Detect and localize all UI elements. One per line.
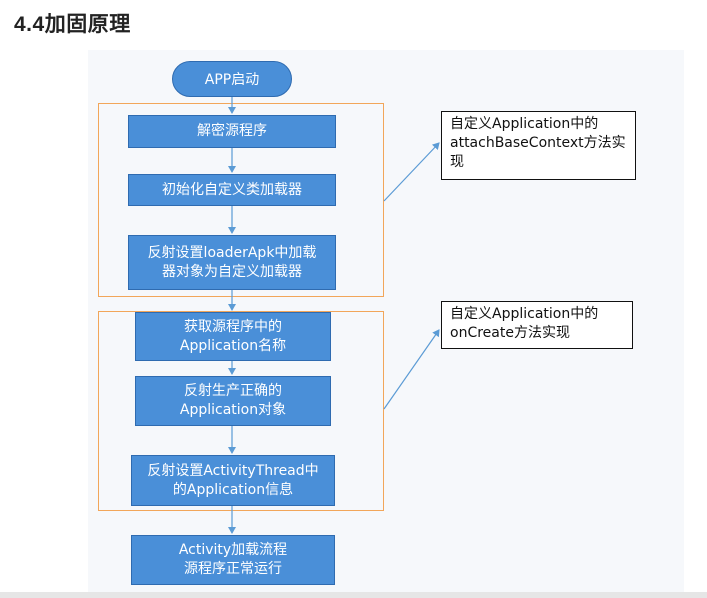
group-on-create [98, 311, 384, 511]
step-get-application-name: 获取源程序中的 Application名称 [135, 312, 331, 361]
step-reflect-loaderapk: 反射设置loaderApk中加载 器对象为自定义加载器 [128, 235, 336, 290]
arrow-group2-to-note2 [383, 329, 440, 410]
section-heading: 4.4加固原理 [14, 13, 131, 36]
step-decrypt-source: 解密源程序 [128, 115, 336, 148]
app-start-node: APP启动 [172, 61, 292, 97]
step-set-activitythread-app: 反射设置ActivityThread中 的Application信息 [131, 455, 335, 506]
note-on-create: 自定义Application中的 onCreate方法实现 [441, 301, 633, 349]
group-attach-base-context [98, 103, 384, 297]
step-activity-load-run: Activity加载流程 源程序正常运行 [131, 535, 335, 585]
arrow-group1-to-note1 [383, 142, 440, 202]
step-create-application: 反射生产正确的 Application对象 [135, 376, 331, 426]
note-attach-base-context: 自定义Application中的 attachBaseContext方法实 现 [441, 111, 636, 180]
page-bottom-border [0, 592, 707, 598]
step-init-class-loader: 初始化自定义类加载器 [128, 174, 336, 206]
